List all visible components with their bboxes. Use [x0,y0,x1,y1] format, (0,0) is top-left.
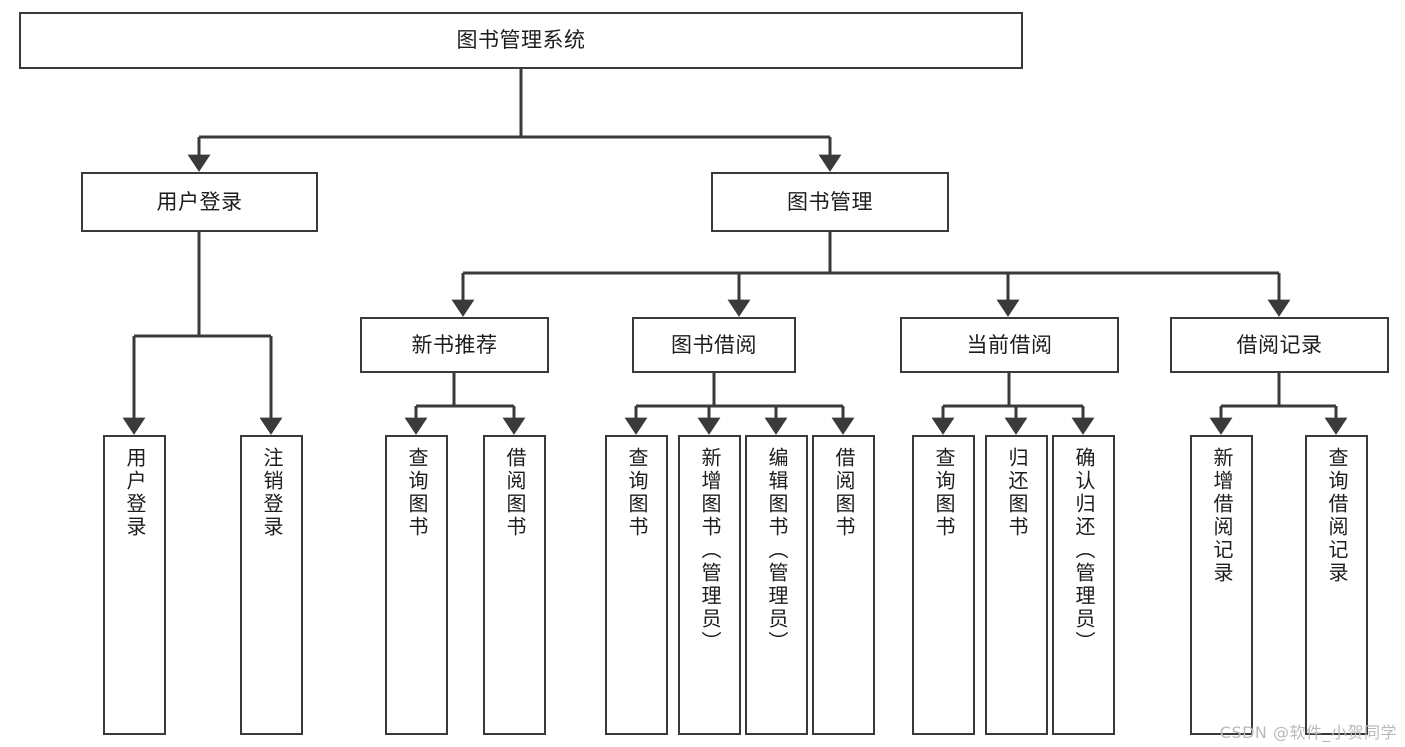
node-leaf-borrow-book-bor[interactable]: 借阅图书 [812,435,875,735]
node-book-manage-label: 图书管理 [787,189,873,214]
node-new-book-rec[interactable]: 新书推荐 [360,317,549,373]
node-user-login-label: 用户登录 [156,189,243,214]
node-leaf-query-book-cur[interactable]: 查询图书 [912,435,975,735]
node-current-borrow-label: 当前借阅 [966,332,1053,357]
node-user-login[interactable]: 用户登录 [81,172,318,232]
node-leaf-logout-label: 注销登录 [260,447,284,539]
node-leaf-borrow-book-rec-label: 借阅图书 [503,447,527,539]
node-book-borrow-label: 图书借阅 [671,332,757,357]
node-leaf-borrow-book-rec[interactable]: 借阅图书 [483,435,546,735]
node-leaf-confirm-return-label: 确认归还（管理员） [1072,447,1096,654]
node-leaf-query-book-bor[interactable]: 查询图书 [605,435,668,735]
node-root[interactable]: 图书管理系统 [19,12,1023,69]
node-leaf-query-record-label: 查询借阅记录 [1325,447,1349,585]
node-leaf-add-book[interactable]: 新增图书（管理员） [678,435,741,735]
node-leaf-user-login[interactable]: 用户登录 [103,435,166,735]
node-book-borrow[interactable]: 图书借阅 [632,317,796,373]
node-current-borrow[interactable]: 当前借阅 [900,317,1119,373]
node-borrow-record-label: 借阅记录 [1236,332,1323,357]
node-leaf-query-book-cur-label: 查询图书 [932,447,956,539]
node-leaf-edit-book-label: 编辑图书（管理员） [765,447,789,654]
node-leaf-return-book-label: 归还图书 [1005,447,1029,539]
node-borrow-record[interactable]: 借阅记录 [1170,317,1389,373]
node-leaf-query-record[interactable]: 查询借阅记录 [1305,435,1368,735]
node-leaf-confirm-return[interactable]: 确认归还（管理员） [1052,435,1115,735]
node-root-label: 图书管理系统 [456,28,586,53]
csdn-watermark: CSDN @软件_小贺同学 [1219,723,1397,742]
node-leaf-query-book-rec[interactable]: 查询图书 [385,435,448,735]
node-leaf-return-book[interactable]: 归还图书 [985,435,1048,735]
node-leaf-query-book-rec-label: 查询图书 [405,447,429,539]
node-leaf-add-record-label: 新增借阅记录 [1210,447,1234,585]
node-leaf-add-record[interactable]: 新增借阅记录 [1190,435,1253,735]
node-leaf-edit-book[interactable]: 编辑图书（管理员） [745,435,808,735]
node-new-book-rec-label: 新书推荐 [411,332,498,357]
node-leaf-user-login-label: 用户登录 [123,447,147,539]
node-leaf-add-book-label: 新增图书（管理员） [698,447,722,654]
node-leaf-borrow-book-bor-label: 借阅图书 [832,447,856,539]
node-book-manage[interactable]: 图书管理 [711,172,949,232]
node-leaf-query-book-bor-label: 查询图书 [625,447,649,539]
node-leaf-logout[interactable]: 注销登录 [240,435,303,735]
